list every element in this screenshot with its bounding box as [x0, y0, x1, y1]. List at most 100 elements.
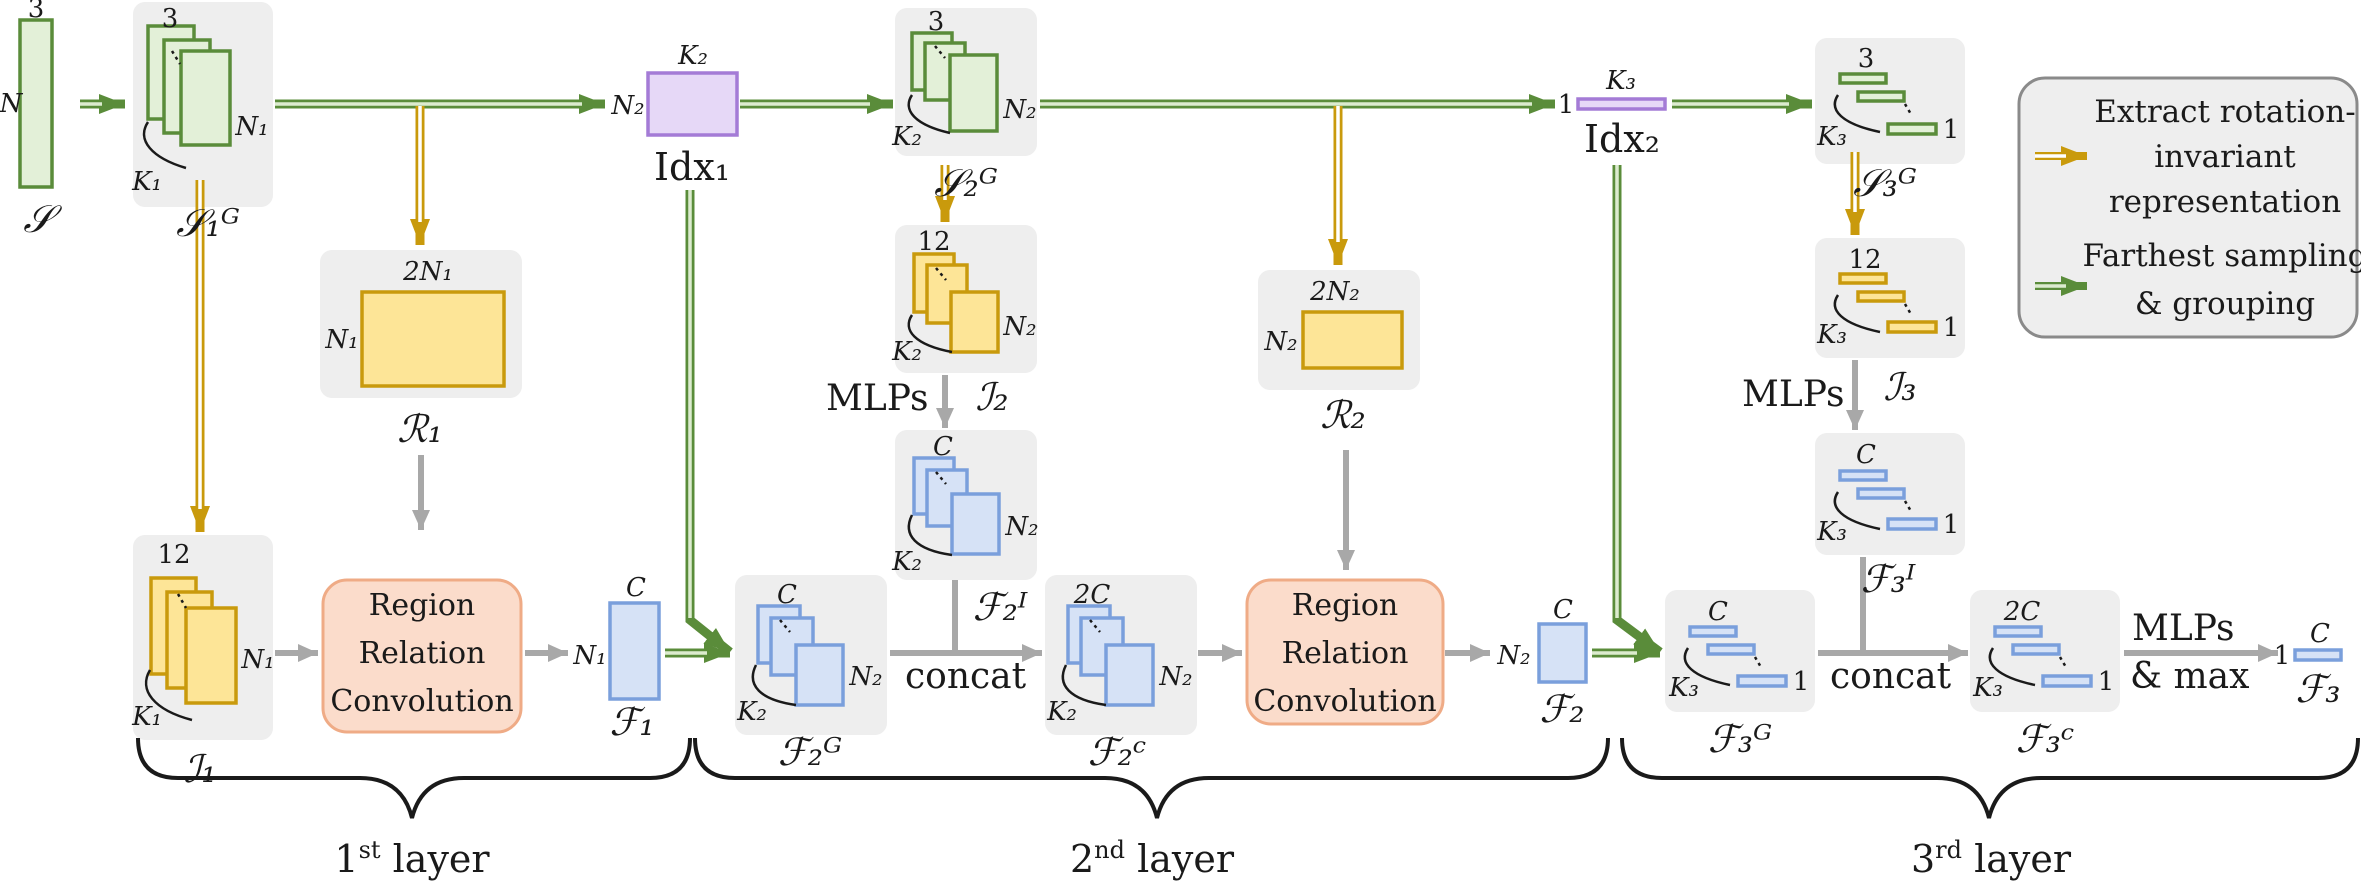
dim-label: K₂	[677, 41, 708, 71]
legend-sampling-label: Farthest sampling & grouping	[2083, 238, 2361, 322]
dim-label: 2N₂	[1309, 277, 1360, 307]
label-s1g: 𝒮₁ᴳ	[176, 201, 240, 245]
arrow-idx1-down	[685, 190, 733, 656]
dimension-labels: 3 N 3 N₁ K₁ 2N₁ N₁ 12 N₁ K₁ N₁ C K₂ N₂ 3…	[0, 0, 2330, 732]
arrow-idx2-down	[1612, 165, 1663, 656]
dim-label: N₁	[240, 645, 274, 675]
f1-rect	[608, 601, 661, 701]
dim-label: N₂	[1002, 312, 1036, 342]
dim-label: C	[777, 580, 797, 610]
idx2-rect	[1576, 97, 1667, 111]
dim-label: N₁	[324, 325, 358, 355]
shapes	[18, 18, 2343, 734]
legend-sampling-line: & grouping	[2135, 286, 2315, 322]
mlps-max-label-line1: MLPs	[2132, 608, 2235, 649]
dim-label: K₂	[736, 697, 767, 727]
dim-label: 2C	[1073, 580, 1111, 610]
brace-layer2	[693, 737, 1610, 819]
label-f3g: ℱ₃ᴳ	[1708, 717, 1772, 761]
label-idx1: Idx₁	[654, 145, 730, 189]
dim-label: 1	[1943, 510, 1960, 540]
label-idx2: Idx₂	[1584, 117, 1660, 161]
dim-label: 1	[1943, 313, 1960, 343]
dim-label: 3	[162, 4, 179, 34]
label-i1: ℐ₁	[183, 747, 216, 791]
concat-label-1: concat	[905, 656, 1027, 697]
label-f2c: ℱ₂ᶜ	[1088, 730, 1147, 774]
dim-label: N₂	[1158, 662, 1192, 692]
label-i3: ℐ₃	[1883, 365, 1916, 409]
dim-label: N₂	[1496, 641, 1530, 671]
label-f2g: ℱ₂ᴳ	[778, 730, 842, 774]
label-s2g: 𝒮₂ᴳ	[934, 161, 998, 205]
label-f2i: ℱ₂ᴵ	[973, 585, 1028, 629]
legend: Extract rotation- invariant representati…	[2017, 76, 2361, 339]
dim-label: K₂	[891, 122, 922, 152]
dim-label: K₁	[131, 167, 162, 197]
label-s: 𝒮	[23, 197, 62, 241]
s-rect	[18, 18, 54, 189]
legend-box	[2017, 76, 2359, 339]
r1-rect	[360, 290, 506, 388]
mlps-label-2: MLPs	[1742, 374, 1845, 415]
dim-label: K₂	[891, 337, 922, 367]
dim-label: C	[1553, 595, 1573, 625]
dim-label: K₃	[1605, 66, 1636, 96]
extract-arrows	[190, 106, 1865, 532]
conv2-label-line: Relation	[1282, 636, 1409, 671]
dim-label: 3	[28, 0, 45, 24]
label-r2: ℛ₂	[1320, 393, 1366, 437]
dim-label: 1	[2098, 667, 2115, 697]
flow-arrows	[275, 360, 2278, 662]
dim-label: N₁	[572, 641, 606, 671]
dim-label: C	[1856, 440, 1876, 470]
label-r1: ℛ₁	[397, 407, 443, 451]
legend-extract-line: Extract rotation-	[2094, 94, 2355, 130]
f3-rect	[2293, 648, 2343, 662]
brace-layer3	[1620, 737, 2360, 819]
dim-label: 1	[2274, 641, 2291, 671]
brace-layer1	[136, 737, 692, 819]
dim-label: K₃	[1816, 517, 1847, 547]
dim-label: K₂	[891, 547, 922, 577]
label-i2: ℐ₂	[975, 375, 1008, 419]
dim-label: K₂	[1046, 697, 1077, 727]
conv1-label-line: Relation	[359, 636, 486, 671]
dim-label: C	[2310, 619, 2330, 649]
dim-label: 2C	[2003, 597, 2041, 627]
dim-label: N₂	[1002, 95, 1036, 125]
dim-label: 1	[1793, 667, 1810, 697]
dim-label: K₃	[1668, 673, 1699, 703]
sampling-arrows	[80, 94, 1812, 663]
dim-label: K₃	[1972, 673, 2003, 703]
dim-label: 1	[1558, 90, 1575, 120]
operation-text: MLPs MLPs concat concat MLPs & max	[826, 374, 2249, 697]
dim-label: K₃	[1816, 122, 1847, 152]
conv1-label-line: Convolution	[330, 684, 513, 719]
dim-label: N₂	[610, 91, 644, 121]
legend-extract-line: representation	[2109, 184, 2341, 220]
dim-label: 12	[1848, 245, 1881, 275]
layer2-label: 2nd layer	[1070, 836, 1235, 881]
label-f3i: ℱ₃ᴵ	[1861, 557, 1916, 601]
dim-label: K₃	[1816, 320, 1847, 350]
idx1-rect	[646, 71, 739, 137]
dim-label: 12	[917, 227, 950, 257]
dim-label: 3	[928, 7, 945, 37]
layer-labels: 1st layer 2nd layer 3rd layer	[334, 836, 2071, 881]
dim-label: 1	[1943, 115, 1960, 145]
conv2-label-line: Convolution	[1253, 684, 1436, 719]
layer-braces	[136, 737, 2360, 819]
dim-label: C	[933, 432, 953, 462]
label-f2: ℱ₂	[1539, 687, 1584, 731]
dim-label: K₁	[131, 702, 162, 732]
symbol-labels: 𝒮 𝒮₁ᴳ ℛ₁ ℐ₁ ℱ₁ Idx₁ 𝒮₂ᴳ ℐ₂ ℱ₂ᴵ ℱ₂ᴳ ℱ₂ᶜ ℛ…	[23, 117, 2340, 791]
dim-label: N₁	[234, 112, 268, 142]
dim-label: 2N₁	[402, 257, 453, 287]
conv2-label-line: Region	[1292, 588, 1399, 623]
dim-label: N₂	[1004, 512, 1038, 542]
f2-rect	[1537, 622, 1588, 684]
dim-label: N	[0, 89, 24, 119]
dim-label: C	[1708, 597, 1728, 627]
